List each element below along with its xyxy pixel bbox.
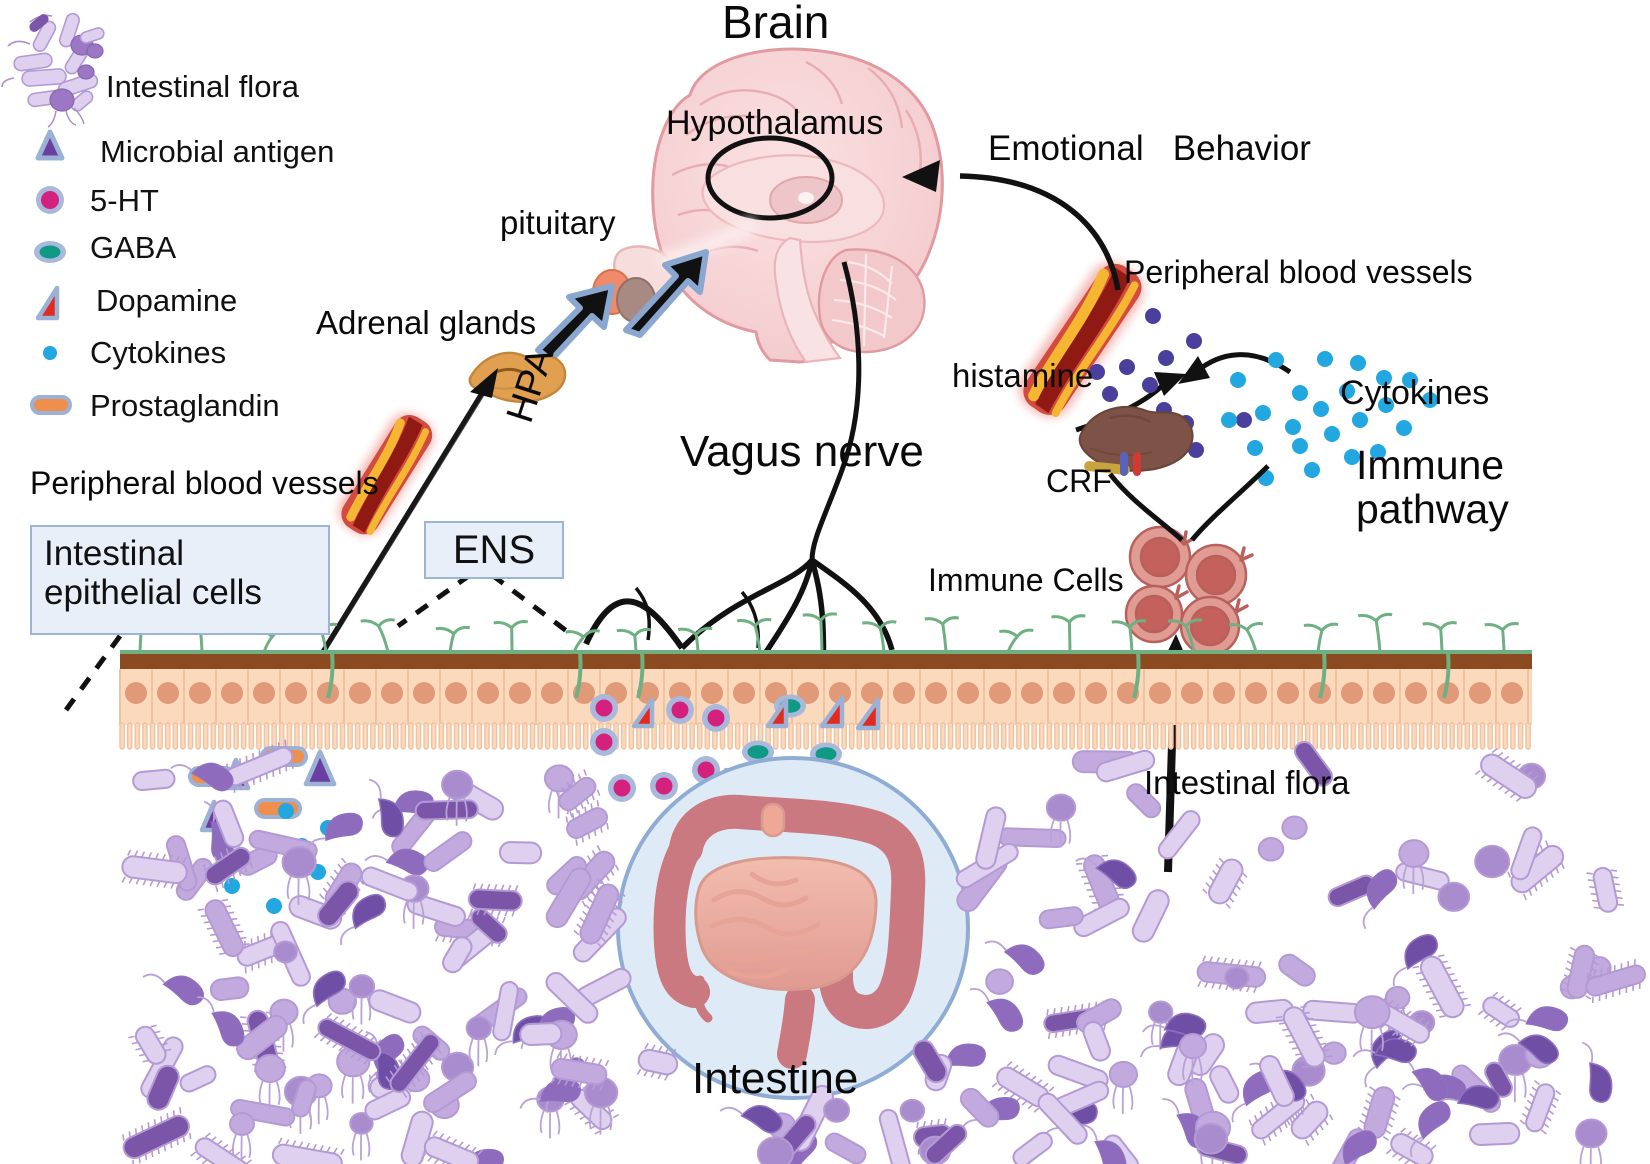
brain-illustration (592, 47, 944, 364)
label-immune-cells: Immune Cells (928, 562, 1124, 598)
label-ens: ENS (424, 521, 564, 579)
label-adrenal-glands: Adrenal glands (316, 304, 537, 341)
intestinal-flora-field (121, 739, 1646, 1164)
legend-icon-cytokines (43, 346, 57, 360)
legend-icon-prostaglandin (30, 395, 72, 415)
hpa-arrow-pituitary-to-hypothalamus (623, 249, 709, 338)
curve-crf-to-immune-cells (1108, 472, 1184, 542)
immune-cells-illustration (1124, 525, 1254, 657)
arrow-emotional-behavior (902, 160, 1121, 291)
label-histamine: histamine (952, 357, 1094, 394)
peripheral-blood-vessel-right (1018, 262, 1144, 418)
legend-icon-gaba (34, 241, 66, 263)
label-crf: CRF (1046, 463, 1112, 499)
legend-label-cytokines: Cytokines (90, 335, 227, 370)
label-peripheral-blood-vessels-right: Peripheral blood vessels (1124, 254, 1473, 290)
intestine-illustration (616, 756, 970, 1100)
legend-icon-5ht (36, 186, 64, 214)
legend-label-gaba: GABA (90, 230, 177, 265)
legend-label-dopamine: Dopamine (96, 283, 238, 318)
legend-label-intestinal-flora: Intestinal flora (106, 69, 299, 104)
label-intestinal-flora-right: Intestinal flora (1144, 764, 1350, 801)
vagus-nerve-illustration (583, 261, 895, 707)
legend-icon-intestinal-flora (1, 12, 105, 128)
label-vagus-nerve: Vagus nerve (680, 427, 924, 476)
cytokine-dots (1221, 351, 1438, 486)
label-cytokines-right: Cytokines (1340, 374, 1490, 412)
page-title-intestine: Intestine (692, 1054, 859, 1103)
label-immune-pathway: Immune pathway (1356, 442, 1509, 533)
legend-label-prostaglandin: Prostaglandin (90, 388, 280, 423)
legend-label-5ht: 5-HT (90, 183, 159, 218)
page-title-brain: Brain (722, 0, 830, 48)
label-pituitary: pituitary (500, 204, 616, 241)
peripheral-blood-vessel-left (338, 413, 434, 535)
intestinal-epithelium (119, 612, 1532, 750)
legend-label-microbial-antigen: Microbial antigen (100, 134, 335, 169)
dashed-leaders (63, 572, 570, 712)
legend-icon-dopamine (35, 285, 60, 321)
curve-cytokines-to-immune-cells (1190, 464, 1270, 542)
label-intestinal-epithelial-cells: Intestinal epithelial cells (30, 525, 330, 635)
legend-icon-microbial-antigen (35, 129, 65, 161)
label-hypothalamus: Hypothalamus (666, 104, 884, 142)
crf-adrenal-illustration (1078, 406, 1194, 476)
label-peripheral-blood-vessels-left: Peripheral blood vessels (30, 465, 379, 501)
label-emotional-behavior: Emotional Behavior (988, 129, 1311, 168)
hpa-arrow-adrenal-to-pituitary (535, 283, 615, 363)
